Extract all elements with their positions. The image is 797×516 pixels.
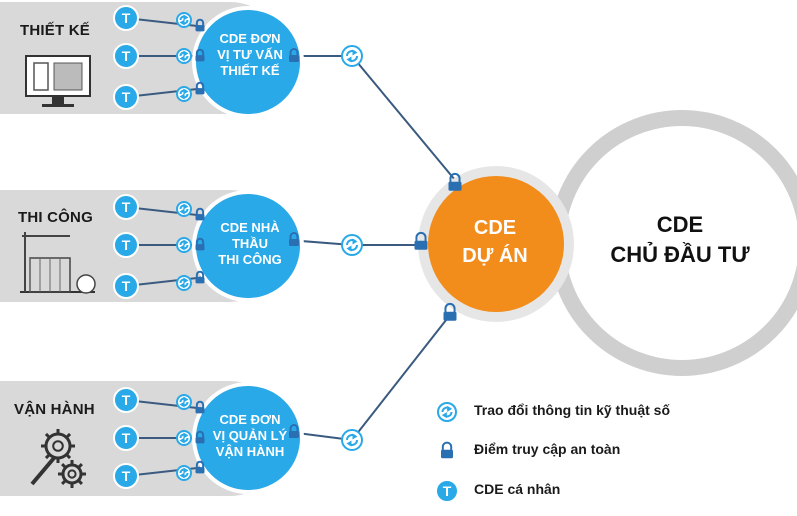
personal-sync-icon-0-2 [176,86,192,102]
svg-text:T: T [122,430,131,446]
cde-operation-line-2: VỊ QUẢN LÝ [212,428,288,443]
construction-site-icon [20,232,96,294]
cde-group-circle-0 [192,6,304,118]
personal-cde-icon-2-1: T [113,425,139,451]
personal-lock-icon-1-0 [195,207,205,221]
cde-design-line-1: CDE ĐƠN [219,31,281,46]
personal-lock-icon-0-0 [195,18,205,32]
cde-project-line-1: CDE [473,217,517,239]
cde-construction-line-1: CDE NHÀ [220,220,280,235]
svg-text:T: T [122,468,131,484]
svg-text:T: T [122,10,131,26]
group-label-construction: THI CÔNG [18,209,93,226]
group-exit-lock-icon-1 [289,232,299,246]
svg-text:T: T [122,392,131,408]
cde-design-line-3: THIẾT KẾ [220,63,280,78]
cde-owner-text: CDE CHỦ ĐẦU TƯ [570,210,790,270]
cde-owner-line-1: CDE [656,212,704,237]
legend-label-exchange: Trao đổi thông tin kỹ thuật số [474,402,670,418]
personal-lock-icon-1-2 [195,270,205,284]
cde-project-circle [428,176,564,312]
legend-label-personal-cde: CDE cá nhân [474,481,561,497]
group-label-design: THIẾT KẾ [20,22,90,39]
svg-text:T: T [122,89,131,105]
personal-cde-icon-2-0: T [113,387,139,413]
legend-sync-icon [437,402,457,422]
personal-lock-icon-2-2 [195,460,205,474]
personal-lock-icon-2-0 [195,400,205,414]
personal-sync-icon-0-1 [176,48,192,64]
exchange-sync-icon-1 [341,234,363,256]
personal-sync-icon-0-0 [176,12,192,28]
svg-text:T: T [122,199,131,215]
group-exit-lock-icon-0 [289,48,299,62]
cde-operation-line-1: CDE ĐƠN [219,412,281,427]
personal-sync-icon-2-2 [176,465,192,481]
cde-group-circle-2 [192,382,304,494]
cde-group-circle-1 [192,190,304,302]
personal-cde-icon-0-1: T [113,43,139,69]
svg-text:T: T [122,237,131,253]
personal-cde-icon-2-2: T [113,463,139,489]
personal-cde-icon-1-1: T [113,232,139,258]
cde-construction-line-3: THI CÔNG [218,252,282,267]
link-sync-to-center-0 [351,55,456,181]
cde-construction-line-2: THẦU [231,236,269,251]
center-lock-icon-0 [448,172,462,191]
personal-sync-icon-1-2 [176,275,192,291]
cde-construction-text: CDE NHÀ THẦU THI CÔNG [200,220,300,268]
cde-owner-line-2: CHỦ ĐẦU TƯ [610,242,750,267]
svg-text:T: T [443,483,452,499]
legend-personal-cde-icon: T [435,479,459,503]
personal-sync-icon-1-1 [176,237,192,253]
svg-text:T: T [122,278,131,294]
design-computer-icon [25,55,91,107]
exchange-sync-icon-0 [341,45,363,67]
personal-lock-icon-1-1 [195,237,205,251]
link-sync-to-center-2 [351,314,451,441]
personal-sync-icon-2-0 [176,394,192,410]
cde-project-text: CDE DỰ ÁN [430,214,560,270]
exchange-sync-icon-2 [341,429,363,451]
cde-operation-line-3: VẬN HÀNH [215,444,285,459]
operation-gears-icon [30,429,86,488]
personal-lock-icon-0-1 [195,48,205,62]
svg-text:T: T [122,48,131,64]
group-label-operation: VẬN HÀNH [14,401,95,418]
personal-sync-icon-2-1 [176,430,192,446]
personal-cde-icon-1-2: T [113,273,139,299]
legend-lock-icon [441,441,453,459]
cde-operation-text: CDE ĐƠN VỊ QUẢN LÝ VẬN HÀNH [200,412,300,460]
cde-project-line-2: DỰ ÁN [462,245,528,267]
personal-cde-icon-0-2: T [113,84,139,110]
group-exit-lock-icon-2 [289,424,299,438]
legend-label-secure-access: Điểm truy cập an toàn [474,441,621,457]
cde-design-text: CDE ĐƠN VỊ TƯ VẤN THIẾT KẾ [200,31,300,79]
personal-cde-icon-1-0: T [113,194,139,220]
center-lock-icon-1 [414,231,428,250]
center-lock-icon-2 [443,302,457,321]
cde-design-line-2: VỊ TƯ VẤN [217,47,283,62]
personal-lock-icon-2-1 [195,430,205,444]
personal-cde-icon-0-0: T [113,5,139,31]
personal-sync-icon-1-0 [176,201,192,217]
personal-lock-icon-0-2 [195,81,205,95]
